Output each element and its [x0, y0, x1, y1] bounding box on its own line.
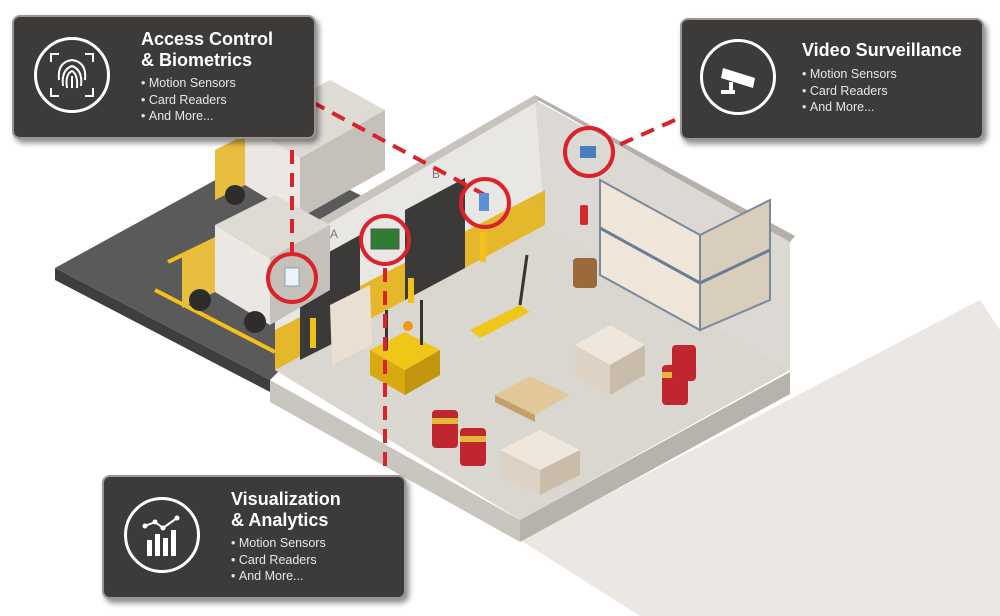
- box-stack-1: [500, 430, 580, 495]
- analytics-bullet: Motion Sensors: [231, 535, 326, 552]
- analytics-title-line1: Visualization: [231, 489, 341, 509]
- wooden-barrel: [573, 258, 597, 288]
- left-wall-top: [275, 95, 540, 252]
- door-label-a: A: [330, 227, 338, 241]
- barrels: [432, 345, 696, 466]
- motion-sensor-device: [284, 267, 300, 287]
- access-bullet: And More...: [141, 108, 236, 125]
- camera-device: [580, 146, 596, 158]
- analytics-bullet: Card Readers: [231, 552, 326, 569]
- loading-door-b: [405, 178, 465, 300]
- security-camera-icon: [700, 39, 776, 115]
- access-bullet-list: Motion Sensors Card Readers And More...: [141, 75, 236, 125]
- card-reader-device: [479, 193, 489, 211]
- door-label-b: B: [432, 167, 440, 181]
- forklift: [330, 285, 440, 395]
- bar-chart-icon: [124, 497, 200, 573]
- video-bullet-list: Motion Sensors Card Readers And More...: [802, 66, 897, 116]
- analytics-title-line2: & Analytics: [231, 510, 329, 530]
- access-control-callout: Access Control & Biometrics Motion Senso…: [12, 15, 316, 139]
- highlight-circles: [266, 126, 615, 304]
- fingerprint-icon: [34, 37, 110, 113]
- access-bullet: Motion Sensors: [141, 75, 236, 92]
- video-bullet: Card Readers: [802, 83, 897, 100]
- analytics-bullet-list: Motion Sensors Card Readers And More...: [231, 535, 326, 585]
- display-panel-device: [370, 228, 400, 250]
- analytics-bullet: And More...: [231, 568, 326, 585]
- box-stack-2: [575, 325, 645, 395]
- video-title: Video Surveillance: [802, 40, 962, 60]
- floor-shadow: [520, 300, 1000, 616]
- access-bullet: Card Readers: [141, 92, 236, 109]
- fire-extinguisher: [580, 205, 588, 225]
- video-bullet: And More...: [802, 99, 897, 116]
- parking-lot-edge: [55, 268, 270, 392]
- visualization-analytics-callout: Visualization & Analytics Motion Sensors…: [102, 475, 406, 599]
- bollards: [310, 232, 486, 348]
- floor-slab-side-right: [520, 372, 790, 542]
- floor-slab-side-left: [270, 380, 520, 542]
- video-surveillance-callout: Video Surveillance Motion Sensors Card R…: [680, 18, 984, 140]
- connector-lines: [290, 100, 676, 470]
- empty-pallet: [495, 376, 570, 422]
- access-title-line1: Access Control: [141, 29, 274, 49]
- storage-racks: [599, 178, 771, 332]
- truck-front: [182, 195, 330, 333]
- access-title-line2: & Biometrics: [141, 50, 253, 70]
- pallet-jack: [470, 254, 530, 338]
- video-bullet: Motion Sensors: [802, 66, 897, 83]
